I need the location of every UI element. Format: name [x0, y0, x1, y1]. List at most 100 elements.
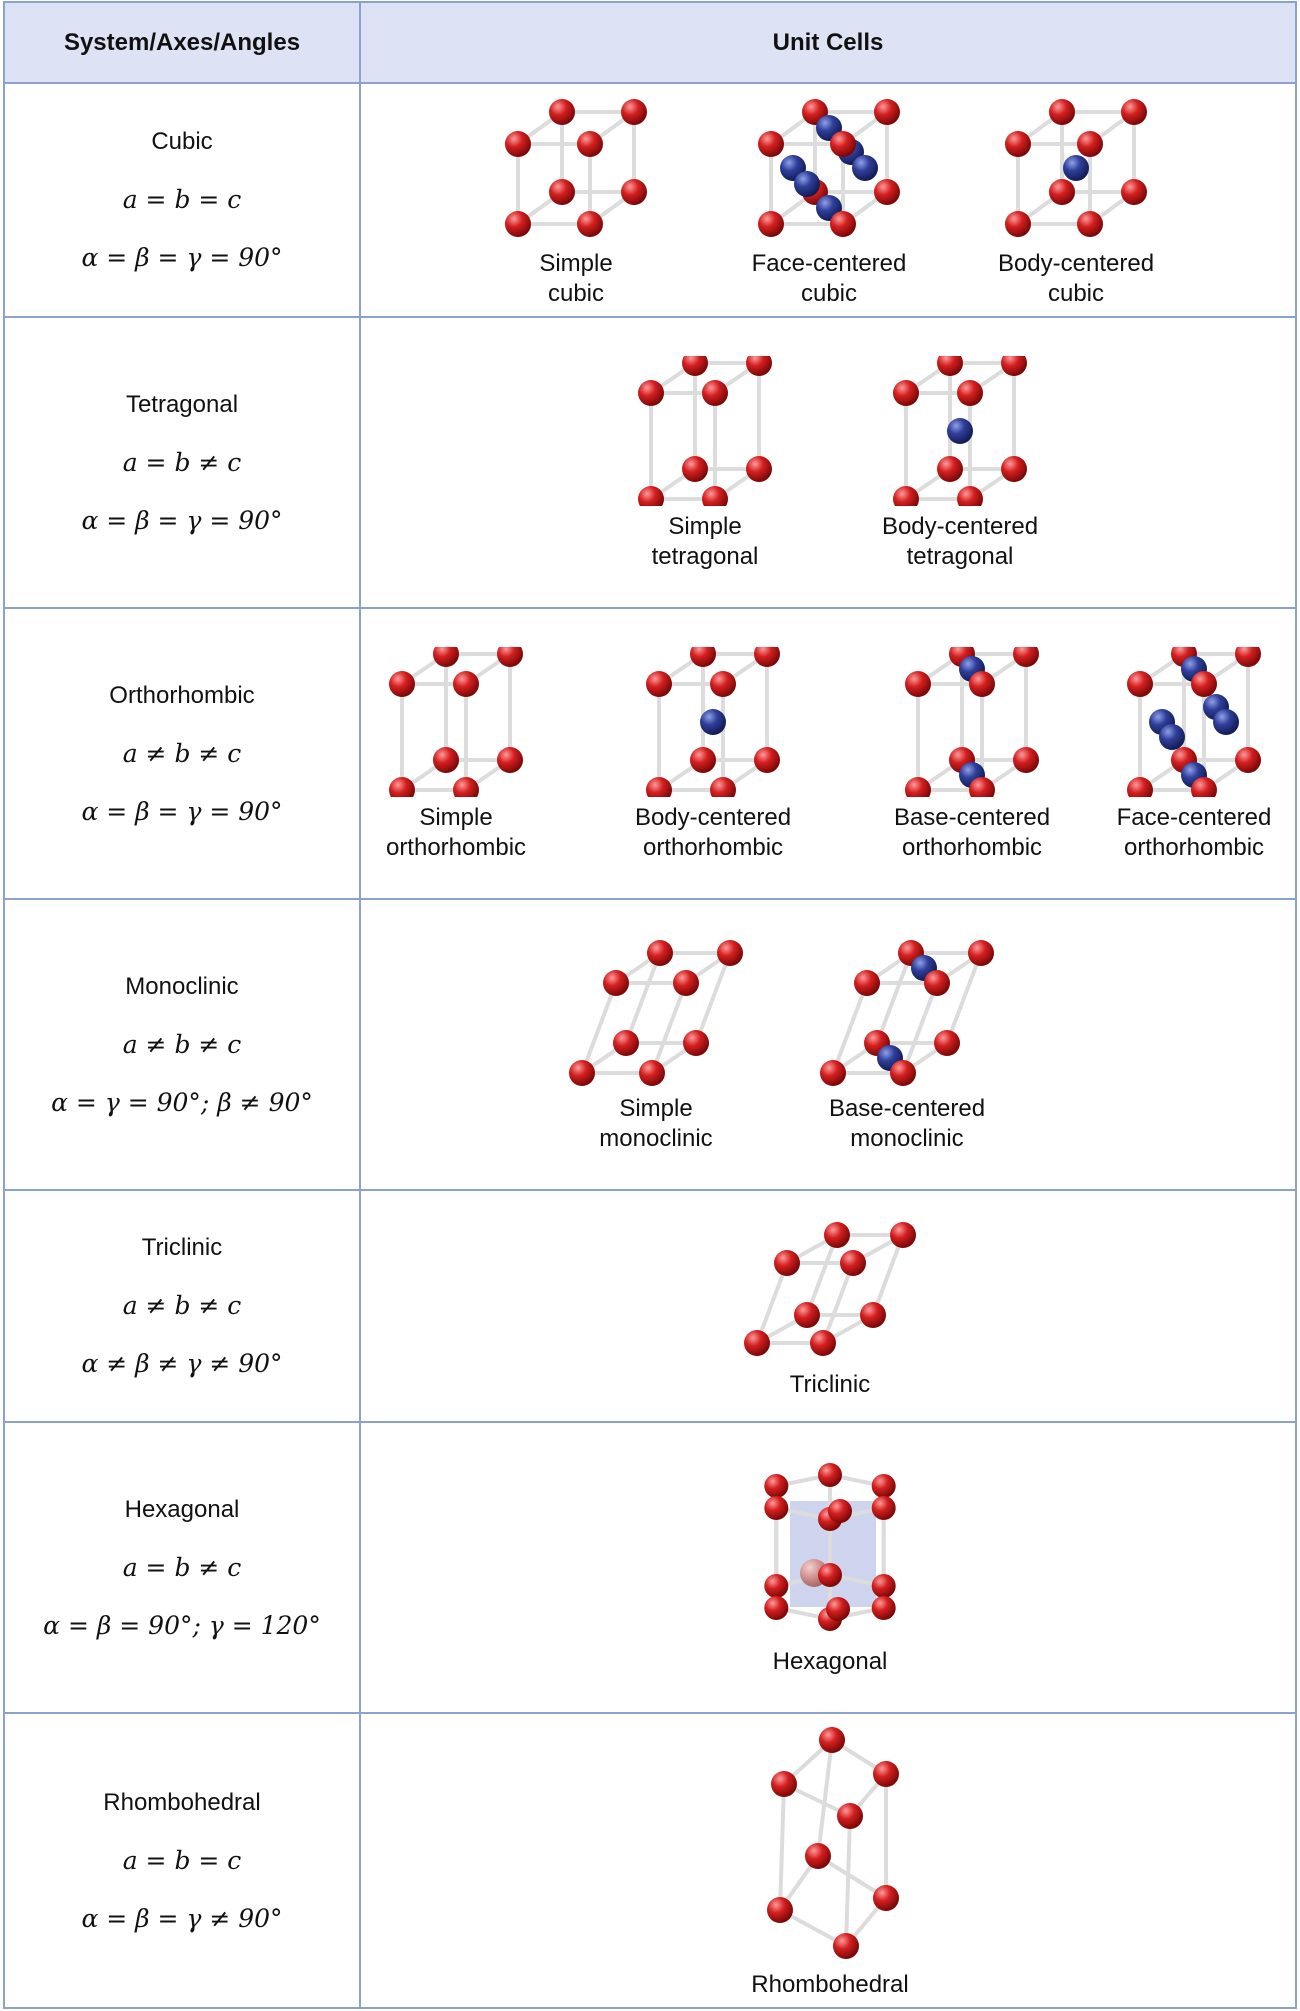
crystal-lattice-diagram — [893, 355, 1027, 506]
header-cell-system: System/Axes/Angles — [5, 3, 361, 82]
system-info-cell: Cubic a = b = c α = β = γ = 90° — [5, 84, 361, 316]
angle-relation: α = β = 90°; γ = 120° — [43, 1610, 321, 1640]
system-name: Triclinic — [141, 1234, 223, 1261]
crystal-lattice-diagram — [744, 1222, 916, 1356]
unit-cells-cell: Hexagonal — [361, 1423, 1295, 1712]
unit-cells-cell: Triclinic — [361, 1191, 1295, 1421]
unit-cell-simple-cubic: Simple cubic — [486, 84, 666, 316]
header-cell-unit-cells: Unit Cells — [361, 3, 1295, 82]
system-info-cell: Orthorhombic a ≠ b ≠ c α = β = γ = 90° — [5, 609, 361, 898]
system-info: Orthorhombic a ≠ b ≠ c α = β = γ = 90° — [5, 609, 359, 898]
axes-relation: a = b = c — [122, 185, 242, 214]
system-info-cell: Triclinic a ≠ b ≠ c α ≠ β ≠ γ ≠ 90° — [5, 1191, 361, 1421]
angle-relation: α ≠ β ≠ γ ≠ 90° — [81, 1349, 283, 1378]
unit-cell-label-line1: Body-centered — [881, 512, 1039, 540]
unit-cell-label-line1: Base-centered — [893, 803, 1051, 831]
unit-cell-label: Hexagonal — [680, 1647, 980, 1677]
system-info: Cubic a = b = c α = β = γ = 90° — [5, 84, 359, 316]
unit-cell-label-line2: monoclinic — [599, 1124, 713, 1152]
unit-cell-label-line1: Triclinic — [789, 1371, 871, 1398]
crystal-lattice-diagram — [505, 99, 647, 237]
unit-cell-triclinic: Triclinic — [740, 1191, 920, 1421]
angle-relation: α = β = γ = 90° — [81, 796, 283, 826]
crystal-lattice-diagram — [569, 939, 743, 1086]
unit-cell-label-line2: orthorhombic — [1123, 833, 1265, 861]
unit-cell-label: Body-centered cubic — [926, 249, 1226, 309]
angle-relation: α = β = γ ≠ 90° — [81, 1903, 283, 1933]
unit-cell-label-line1: Face-centered — [1116, 803, 1272, 831]
system-name: Orthorhombic — [109, 681, 255, 709]
system-info-cell: Tetragonal a = b ≠ c α = β = γ = 90° — [5, 318, 361, 607]
system-row-cubic: Cubic a = b = c α = β = γ = 90° Simple cubic… — [5, 82, 1295, 316]
unit-cell-label-line2: monoclinic — [850, 1124, 964, 1152]
unit-cells-cell: Rhombohedral — [361, 1714, 1295, 2007]
axes-relation: a = b = c — [122, 1845, 242, 1875]
unit-cell-label-line2: tetragonal — [651, 542, 759, 570]
crystal-lattice-diagram — [758, 99, 900, 237]
angle-relation: α = β = γ = 90° — [81, 505, 283, 535]
header-row: System/Axes/Angles Unit Cells — [5, 3, 1295, 82]
column-header-system: System/Axes/Angles — [63, 28, 301, 56]
unit-cell-label-line1: Hexagonal — [772, 1647, 888, 1675]
system-info: Tetragonal a = b ≠ c α = β = γ = 90° — [5, 318, 359, 607]
unit-cell-label: Rhombohedral — [680, 1970, 980, 2000]
unit-cell-label-line1: Simple — [539, 250, 613, 277]
unit-cell-label-line2: cubic — [547, 280, 605, 307]
system-name: Tetragonal — [125, 390, 239, 418]
system-info: Triclinic a ≠ b ≠ c α ≠ β ≠ γ ≠ 90° — [5, 1191, 359, 1421]
crystal-lattice-diagram — [905, 646, 1039, 797]
axes-relation: a ≠ b ≠ c — [122, 1291, 242, 1320]
unit-cell-label-line2: tetragonal — [906, 542, 1014, 570]
crystal-lattice-diagram — [1005, 99, 1147, 237]
crystal-lattice-diagram — [1127, 646, 1261, 797]
unit-cell-hexagonal: Hexagonal — [740, 1423, 920, 1712]
unit-cell-label-line2: orthorhombic — [901, 833, 1043, 861]
system-name: Cubic — [151, 128, 213, 155]
axes-relation: a = b ≠ c — [122, 447, 242, 477]
axes-relation: a ≠ b ≠ c — [122, 738, 242, 768]
unit-cell-label-line1: Face-centered — [751, 250, 907, 277]
unit-cell-label-line2: cubic — [1047, 280, 1105, 307]
unit-cell-label-line2: orthorhombic — [385, 833, 527, 861]
unit-cell-label-line1: Simple — [419, 803, 493, 831]
column-header-unit-cells: Unit Cells — [772, 28, 884, 56]
crystal-lattice-diagram — [646, 646, 780, 797]
system-row-orthorhombic: Orthorhombic a ≠ b ≠ c α = β = γ = 90° Simp… — [5, 607, 1295, 898]
angle-relation: α = β = γ = 90° — [81, 243, 283, 272]
unit-cell-label-line1: Base-centered — [828, 1094, 986, 1122]
crystal-lattice-diagram — [820, 939, 994, 1086]
unit-cell-body-centered-cubic: Body-centered cubic — [986, 84, 1166, 316]
axes-relation: a = b ≠ c — [122, 1552, 242, 1582]
crystal-lattice-diagram — [764, 1462, 896, 1631]
angle-relation: α = γ = 90°; β ≠ 90° — [51, 1087, 313, 1117]
unit-cell-label-line1: Body-centered — [997, 250, 1155, 277]
